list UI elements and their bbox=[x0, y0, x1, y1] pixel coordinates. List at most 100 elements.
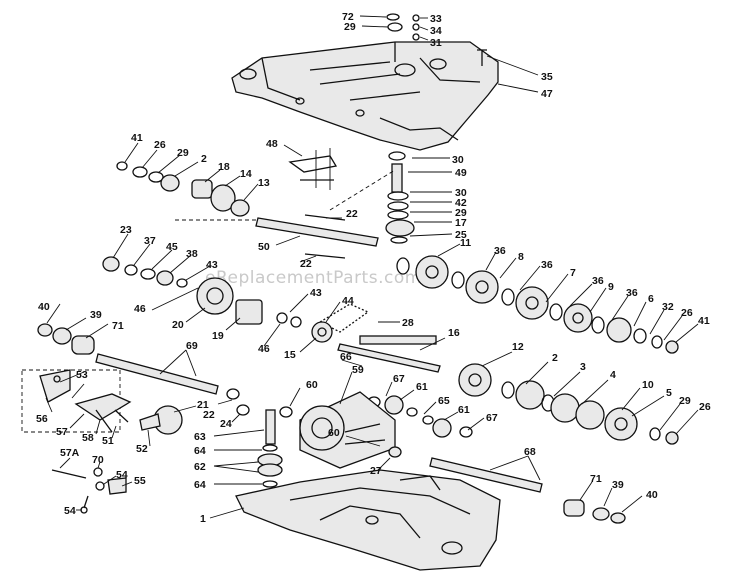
callout-22: 22 bbox=[203, 409, 215, 421]
callout-3: 3 bbox=[580, 361, 586, 373]
part-35-bolt bbox=[477, 49, 487, 66]
part-33 bbox=[412, 14, 420, 22]
part-22-lower bbox=[226, 388, 240, 400]
callout-5: 5 bbox=[666, 387, 672, 399]
callout-36: 36 bbox=[541, 259, 553, 271]
callout-60: 60 bbox=[328, 427, 340, 439]
callout-37: 37 bbox=[144, 235, 156, 247]
callout-13: 13 bbox=[258, 177, 270, 189]
shaft-16 bbox=[337, 343, 441, 373]
callout-68: 68 bbox=[524, 446, 536, 458]
callout-70: 70 bbox=[92, 454, 104, 466]
callout-67: 67 bbox=[393, 373, 405, 385]
callout-17: 17 bbox=[455, 217, 467, 229]
callout-55: 55 bbox=[134, 475, 146, 487]
callout-52: 52 bbox=[136, 443, 148, 455]
callout-61: 61 bbox=[416, 381, 428, 393]
callout-29: 29 bbox=[455, 207, 467, 219]
callout-62: 62 bbox=[194, 461, 206, 473]
callout-19: 19 bbox=[212, 330, 224, 342]
callout-27: 27 bbox=[370, 465, 382, 477]
callout-31: 31 bbox=[430, 37, 442, 49]
callout-69: 69 bbox=[186, 340, 198, 352]
callout-41: 41 bbox=[698, 315, 710, 327]
callout-30: 30 bbox=[455, 187, 467, 199]
callout-53: 53 bbox=[76, 369, 88, 381]
callout-61: 61 bbox=[458, 404, 470, 416]
callout-66: 66 bbox=[340, 351, 352, 363]
callout-56: 56 bbox=[36, 413, 48, 425]
differential-housing bbox=[299, 391, 396, 469]
callout-15: 15 bbox=[284, 349, 296, 361]
callout-71: 71 bbox=[590, 473, 602, 485]
callout-33: 33 bbox=[430, 13, 442, 25]
shift-assembly bbox=[288, 148, 415, 244]
chain-and-sprocket bbox=[311, 303, 437, 345]
callout-6: 6 bbox=[648, 293, 654, 305]
lower-right-bearings bbox=[563, 499, 626, 524]
callout-47: 47 bbox=[541, 88, 553, 100]
callout-26: 26 bbox=[154, 139, 166, 151]
callout-24: 24 bbox=[220, 418, 232, 430]
callouts: 72 29 33 34 31 35 47 41 26 29 2 18 14 13… bbox=[36, 11, 711, 525]
callout-21: 21 bbox=[197, 399, 209, 411]
callout-46: 46 bbox=[258, 343, 270, 355]
part-27 bbox=[388, 446, 402, 458]
callout-1: 1 bbox=[200, 513, 206, 525]
callout-29: 29 bbox=[344, 21, 356, 33]
callout-8: 8 bbox=[518, 251, 524, 263]
callout-4: 4 bbox=[610, 369, 616, 381]
callout-50: 50 bbox=[258, 241, 270, 253]
callout-65: 65 bbox=[438, 395, 450, 407]
callout-36: 36 bbox=[592, 275, 604, 287]
part-72 bbox=[386, 13, 400, 21]
gear-train-upper bbox=[396, 255, 679, 354]
axle-68 bbox=[429, 457, 543, 493]
part-29-top bbox=[387, 22, 403, 32]
callout-18: 18 bbox=[218, 161, 230, 173]
callout-43: 43 bbox=[310, 287, 322, 299]
watermark-text: eReplacementParts.com bbox=[205, 268, 422, 288]
callout-45: 45 bbox=[166, 241, 178, 253]
pinion-stack bbox=[257, 409, 283, 488]
callout-16: 16 bbox=[448, 327, 460, 339]
part-31 bbox=[412, 33, 420, 41]
callout-40: 40 bbox=[38, 301, 50, 313]
callout-35: 35 bbox=[541, 71, 553, 83]
part-34 bbox=[412, 23, 420, 31]
callout-57: 57 bbox=[56, 426, 68, 438]
callout-36: 36 bbox=[494, 245, 506, 257]
callout-36: 36 bbox=[626, 287, 638, 299]
callout-46: 46 bbox=[134, 303, 146, 315]
callout-10: 10 bbox=[642, 379, 654, 391]
callout-2: 2 bbox=[552, 352, 558, 364]
callout-32: 32 bbox=[662, 301, 674, 313]
callout-39: 39 bbox=[612, 479, 624, 491]
callout-30: 30 bbox=[452, 154, 464, 166]
callout-51: 51 bbox=[102, 435, 114, 447]
shaft-69 bbox=[95, 353, 219, 395]
gear-train-lower bbox=[458, 363, 679, 445]
callout-22: 22 bbox=[300, 258, 312, 270]
left-bearings bbox=[37, 323, 95, 355]
callout-28: 28 bbox=[402, 317, 414, 329]
callout-41: 41 bbox=[131, 132, 143, 144]
callout-22: 22 bbox=[346, 208, 358, 220]
upper-housing bbox=[231, 41, 499, 151]
callout-64: 64 bbox=[194, 479, 206, 491]
lower-housing bbox=[235, 469, 501, 571]
callout-48: 48 bbox=[266, 138, 278, 150]
callout-20: 20 bbox=[172, 319, 184, 331]
leader-lines bbox=[45, 15, 699, 519]
part-24 bbox=[236, 404, 250, 416]
callout-9: 9 bbox=[608, 281, 614, 293]
callout-72: 72 bbox=[342, 11, 354, 23]
callout-12: 12 bbox=[512, 341, 524, 353]
callout-49: 49 bbox=[455, 167, 467, 179]
callout-44: 44 bbox=[342, 295, 354, 307]
callout-58: 58 bbox=[82, 432, 94, 444]
middle-gears bbox=[367, 395, 473, 438]
linkage-parts bbox=[51, 467, 127, 514]
callout-64: 64 bbox=[194, 445, 206, 457]
